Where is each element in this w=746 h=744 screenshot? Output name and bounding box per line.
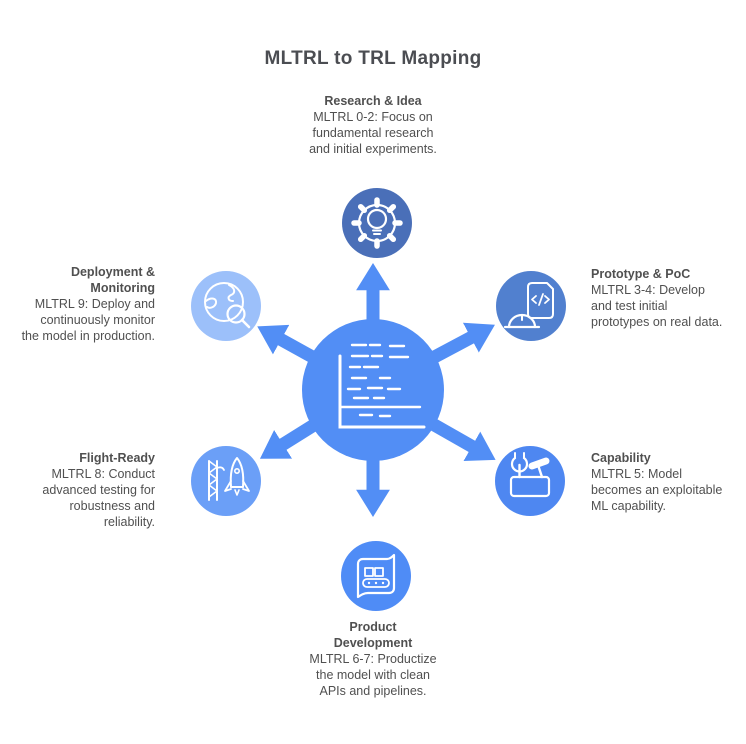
node-label-flight-ready: Flight-Ready MLTRL 8: Conduct advanced t… xyxy=(20,450,155,530)
node-label-prototype-poc: Prototype & PoC MLTRL 3-4: Develop and t… xyxy=(591,266,726,330)
node-capability xyxy=(495,446,565,516)
node-prototype-poc xyxy=(496,271,566,341)
node-body-research-idea: MLTRL 0-2: Focus on fundamental research… xyxy=(309,110,437,156)
node-label-capability: Capability MLTRL 5: Model becomes an exp… xyxy=(591,450,726,514)
diagram-title: MLTRL to TRL Mapping xyxy=(264,48,482,69)
globe-magnifier-icon xyxy=(204,282,251,329)
node-heading-flight-ready: Flight-Ready xyxy=(79,451,155,465)
node-body-prototype-poc: MLTRL 3-4: Develop and test initial prot… xyxy=(591,283,723,329)
node-body-capability: MLTRL 5: Model becomes an exploitable ML… xyxy=(591,467,723,513)
node-heading-prototype-poc: Prototype & PoC xyxy=(591,267,691,281)
node-label-product-development: Product Development MLTRL 6-7: Productiz… xyxy=(283,619,463,699)
node-label-research-idea: Research & Idea MLTRL 0-2: Focus on fund… xyxy=(283,93,463,157)
node-deployment-monitoring xyxy=(191,271,261,341)
node-product-development xyxy=(341,541,411,611)
node-body-deployment-monitoring: MLTRL 9: Deploy and continuously monitor… xyxy=(21,297,155,343)
center-hub xyxy=(302,319,444,461)
node-flight-ready xyxy=(191,446,261,516)
rocket-launchpad-icon xyxy=(208,457,250,501)
research-notes-chart-icon xyxy=(338,343,426,429)
node-heading-product-development: Product Development xyxy=(333,620,413,650)
node-research-idea xyxy=(342,188,412,258)
center-circle xyxy=(302,319,444,461)
node-circle-deployment-monitoring xyxy=(191,271,261,341)
conveyor-banner-icon xyxy=(356,553,396,599)
toolbox-icon xyxy=(509,452,551,498)
node-circle-capability xyxy=(495,446,565,516)
node-heading-capability: Capability xyxy=(591,451,651,465)
node-body-flight-ready: MLTRL 8: Conduct advanced testing for ro… xyxy=(42,467,155,529)
node-circle-prototype-poc xyxy=(496,271,566,341)
node-body-product-development: MLTRL 6-7: Productize the model with cle… xyxy=(309,652,437,698)
node-heading-deployment-monitoring: Deployment & Monitoring xyxy=(70,265,155,295)
code-document-hardhat-icon xyxy=(503,282,554,329)
node-circle-flight-ready xyxy=(191,446,261,516)
node-heading-research-idea: Research & Idea xyxy=(324,94,422,108)
gear-lightbulb-icon xyxy=(351,197,403,249)
node-label-deployment-monitoring: Deployment & Monitoring MLTRL 9: Deploy … xyxy=(20,264,155,344)
